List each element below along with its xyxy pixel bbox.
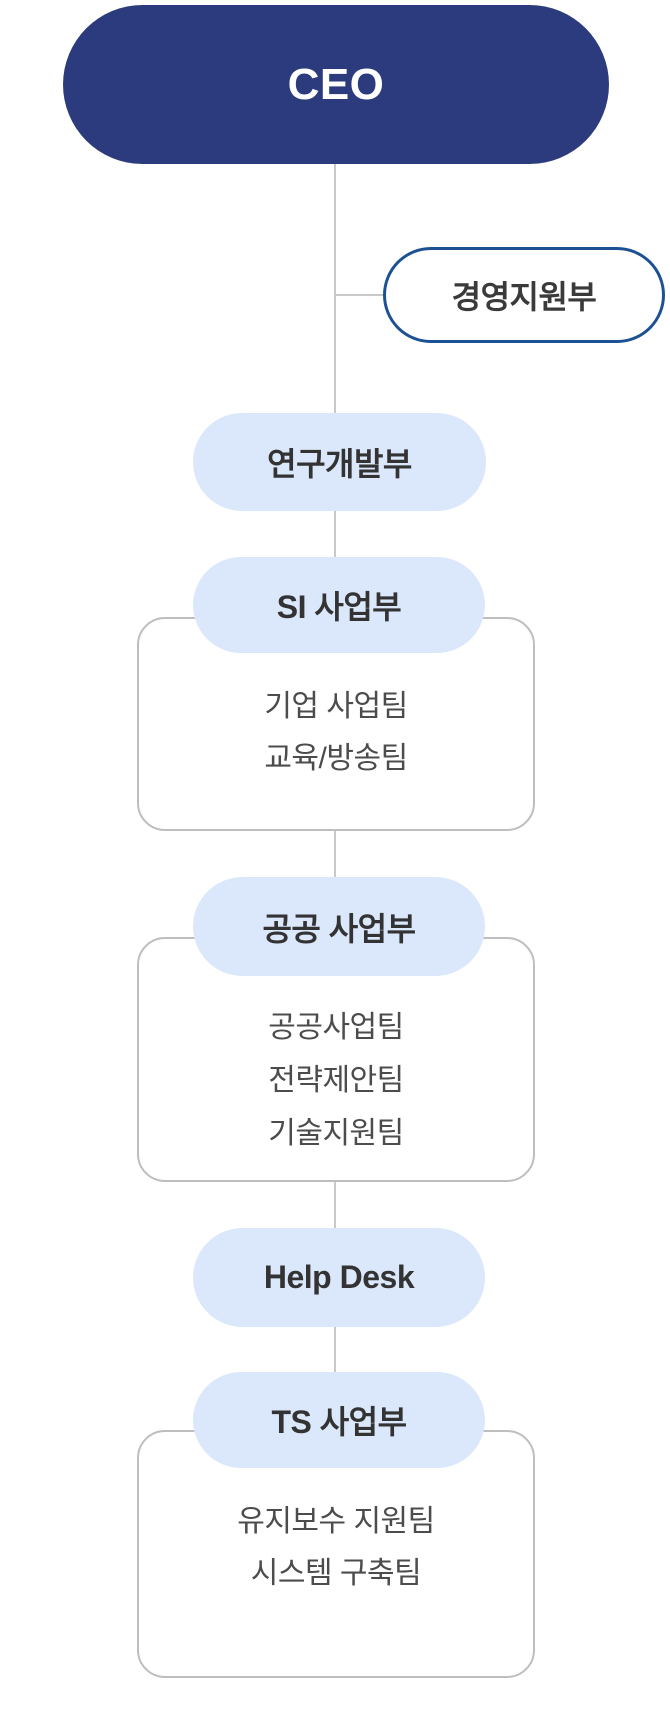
- node-help-desk-label: Help Desk: [263, 1259, 415, 1295]
- node-help-desk: Help Desk: [193, 1228, 485, 1327]
- card-ts-teams: [137, 1430, 535, 1678]
- team-item: 기업 사업팀: [264, 690, 408, 723]
- team-item: 기술지원팀: [268, 1117, 404, 1150]
- team-list-public: 공공사업팀 전략제안팀 기술지원팀: [137, 1001, 535, 1160]
- team-list-si: 기업 사업팀 교육/방송팀: [137, 681, 535, 785]
- node-si-label: SI 사업부: [276, 589, 402, 625]
- connector-ceo-to-rnd: [334, 164, 336, 413]
- connector-branch-staff: [335, 294, 383, 296]
- node-si-division: SI 사업부: [193, 557, 485, 653]
- team-item: 시스템 구축팀: [250, 1557, 422, 1590]
- node-rnd-department: 연구개발부: [193, 413, 486, 511]
- team-item: 전략제안팀: [268, 1064, 404, 1097]
- connector-helpdesk-to-ts: [334, 1327, 336, 1372]
- team-item: 유지보수 지원팀: [237, 1505, 435, 1538]
- node-public-label: 공공 사업부: [262, 910, 416, 947]
- team-list-ts: 유지보수 지원팀 시스템 구축팀: [137, 1496, 535, 1600]
- node-public-division: 공공 사업부: [193, 877, 485, 976]
- card-public-teams: [137, 937, 535, 1182]
- node-management-support: 경영지원부: [383, 247, 665, 343]
- connector-rnd-to-si: [334, 511, 336, 557]
- connector-public-to-helpdesk: [334, 1182, 336, 1228]
- team-item: 공공사업팀: [268, 1011, 404, 1044]
- connector-si-to-public: [334, 831, 336, 877]
- node-ceo: CEO: [63, 5, 609, 164]
- node-ts-label: TS 사업부: [271, 1404, 407, 1440]
- node-ts-division: TS 사업부: [193, 1372, 485, 1468]
- node-rnd-label: 연구개발부: [267, 446, 412, 482]
- node-management-support-label: 경영지원부: [451, 279, 597, 315]
- node-ceo-label: CEO: [287, 59, 385, 109]
- team-item: 교육/방송팀: [264, 742, 408, 775]
